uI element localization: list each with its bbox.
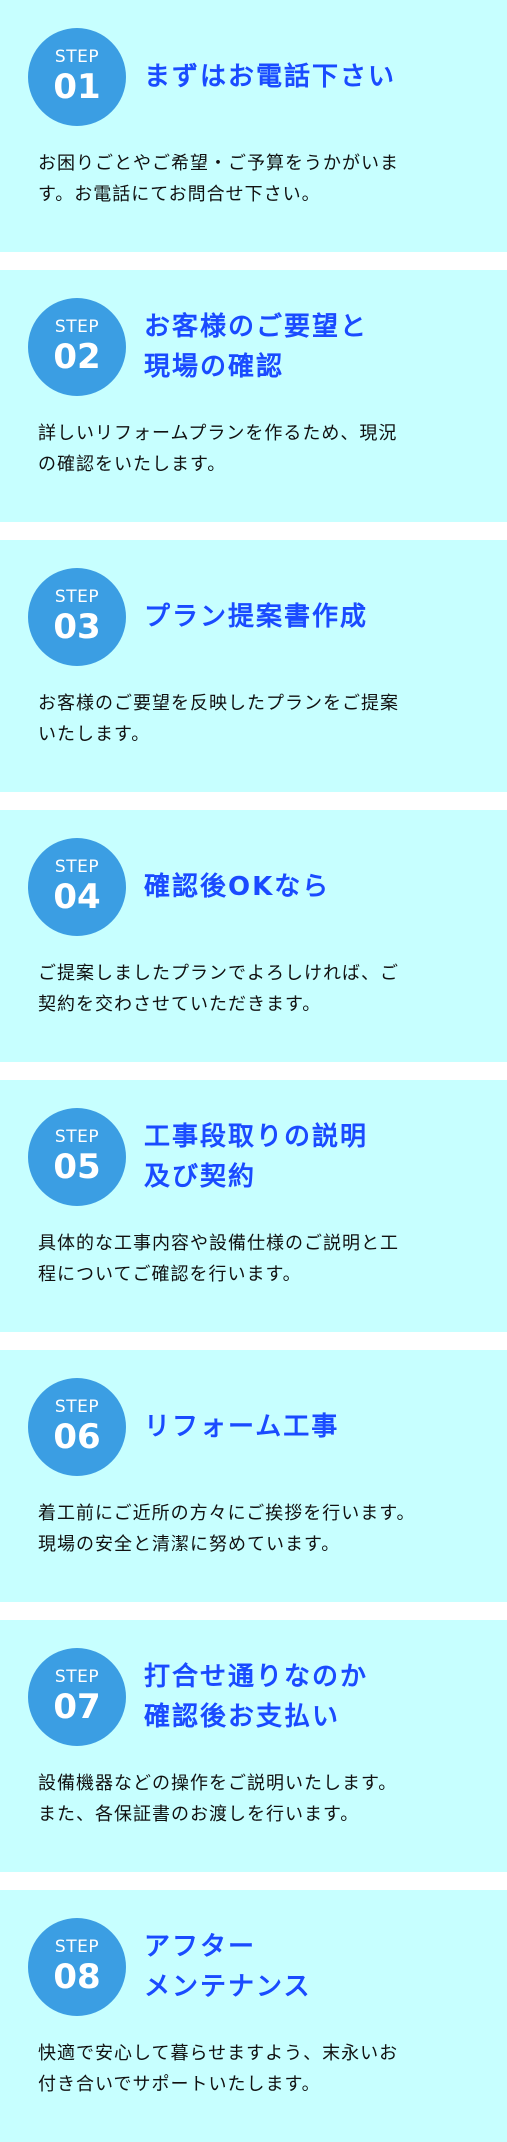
step-badge: STEP 04 [28, 838, 126, 936]
step-badge: STEP 03 [28, 568, 126, 666]
step-badge: STEP 07 [28, 1648, 126, 1746]
step-description-line: す。お電話にてお問合せ下さい。 [38, 184, 321, 205]
step-title-line: 打合せ通りなのか [144, 1662, 369, 1692]
step-title: 打合せ通りなのか 確認後お支払い [144, 1648, 494, 1746]
step-description-line: 付き合いでサポートいたします。 [38, 2074, 321, 2095]
step-title-line: 確認後OKなら [144, 872, 331, 902]
step-card-02: STEP 02 お客様のご要望と 現場の確認 詳しいリフォームプランを作るため、… [0, 270, 507, 522]
step-description-line: の確認をいたします。 [38, 454, 227, 475]
step-badge-number: 08 [53, 1957, 101, 1997]
step-card-04: STEP 04 確認後OKなら ご提案しましたプランでよろしければ、ご 契約を交… [0, 810, 507, 1062]
step-badge-label: STEP [54, 1127, 100, 1147]
step-description-line: 詳しいリフォームプランを作るため、現況 [38, 423, 398, 444]
step-card-03: STEP 03 プラン提案書作成 お客様のご要望を反映したプランをご提案 いたし… [0, 540, 507, 792]
step-badge-number: 07 [53, 1687, 101, 1727]
step-description-line: お客様のご要望を反映したプランをご提案 [38, 693, 399, 714]
step-title-line: お客様のご要望と [144, 312, 369, 342]
step-description-line: 契約を交わさせていただきます。 [38, 994, 322, 1015]
step-description-line: 着工前にご近所の方々にご挨拶を行います。 [38, 1503, 416, 1524]
step-badge: STEP 01 [28, 28, 126, 126]
step-title: リフォーム工事 [144, 1378, 494, 1476]
step-title-line: 確認後お支払い [144, 1702, 341, 1732]
step-card-05: STEP 05 工事段取りの説明 及び契約 具体的な工事内容や設備仕様のご説明と… [0, 1080, 507, 1332]
step-title-line: アフター [144, 1932, 257, 1962]
step-badge-number: 03 [53, 607, 101, 647]
step-title: アフター メンテナンス [144, 1918, 494, 2016]
step-description-line: 具体的な工事内容や設備仕様のご説明と工 [38, 1233, 399, 1254]
step-title-line: プラン提案書作成 [144, 602, 369, 632]
step-description: 具体的な工事内容や設備仕様のご説明と工 程についてご確認を行います。 [38, 1228, 478, 1290]
step-badge-label: STEP [54, 857, 100, 877]
step-badge-number: 05 [53, 1147, 101, 1187]
step-description: お客様のご要望を反映したプランをご提案 いたします。 [38, 688, 478, 750]
step-card-06: STEP 06 リフォーム工事 着工前にご近所の方々にご挨拶を行います。 現場の… [0, 1350, 507, 1602]
step-description: 設備機器などの操作をご説明いたします。 また、各保証書のお渡しを行います。 [38, 1768, 478, 1830]
step-title: まずはお電話下さい [144, 28, 494, 126]
step-description: お困りごとやご希望・ご予算をうかがいま す。お電話にてお問合せ下さい。 [38, 148, 478, 210]
step-description-line: また、各保証書のお渡しを行います。 [38, 1804, 360, 1825]
step-badge: STEP 06 [28, 1378, 126, 1476]
step-description-line: 設備機器などの操作をご説明いたします。 [38, 1773, 398, 1794]
step-badge-label: STEP [54, 1937, 100, 1957]
step-badge-label: STEP [54, 587, 100, 607]
step-card-01: STEP 01 まずはお電話下さい お困りごとやご希望・ご予算をうかがいま す。… [0, 0, 507, 252]
step-card-08: STEP 08 アフター メンテナンス 快適で安心して暮らせますよう、末永いお … [0, 1890, 507, 2142]
step-badge-label: STEP [54, 1397, 100, 1417]
step-description-line: 快適で安心して暮らせますよう、末永いお [38, 2043, 399, 2064]
step-title-line: メンテナンス [144, 1972, 312, 2002]
step-badge-label: STEP [54, 47, 100, 67]
step-badge-number: 02 [53, 337, 101, 377]
step-description: ご提案しましたプランでよろしければ、ご 契約を交わさせていただきます。 [38, 958, 478, 1020]
step-badge-number: 01 [53, 67, 101, 107]
step-title: 確認後OKなら [144, 838, 494, 936]
step-badge: STEP 08 [28, 1918, 126, 2016]
step-description-line: お困りごとやご希望・ご予算をうかがいま [38, 153, 399, 174]
step-description-line: いたします。 [38, 724, 151, 745]
step-title: お客様のご要望と 現場の確認 [144, 298, 494, 396]
step-badge-number: 04 [53, 877, 101, 917]
step-title-line: 及び契約 [144, 1162, 257, 1192]
step-description-line: ご提案しましたプランでよろしければ、ご [38, 963, 399, 984]
step-description-line: 程についてご確認を行います。 [38, 1264, 302, 1285]
step-badge-label: STEP [54, 1667, 100, 1687]
step-card-07: STEP 07 打合せ通りなのか 確認後お支払い 設備機器などの操作をご説明いた… [0, 1620, 507, 1872]
step-title-line: 現場の確認 [144, 352, 285, 382]
step-badge-number: 06 [53, 1417, 101, 1457]
step-description: 詳しいリフォームプランを作るため、現況 の確認をいたします。 [38, 418, 478, 480]
step-description: 快適で安心して暮らせますよう、末永いお 付き合いでサポートいたします。 [38, 2038, 478, 2100]
step-badge: STEP 05 [28, 1108, 126, 1206]
step-title-line: リフォーム工事 [144, 1412, 340, 1442]
step-title: プラン提案書作成 [144, 568, 494, 666]
step-description-line: 現場の安全と清潔に努めています。 [38, 1534, 341, 1555]
step-description: 着工前にご近所の方々にご挨拶を行います。 現場の安全と清潔に努めています。 [38, 1498, 478, 1560]
step-badge-label: STEP [54, 317, 100, 337]
step-title-line: まずはお電話下さい [144, 62, 397, 92]
step-badge: STEP 02 [28, 298, 126, 396]
step-title-line: 工事段取りの説明 [144, 1122, 369, 1152]
step-title: 工事段取りの説明 及び契約 [144, 1108, 494, 1206]
